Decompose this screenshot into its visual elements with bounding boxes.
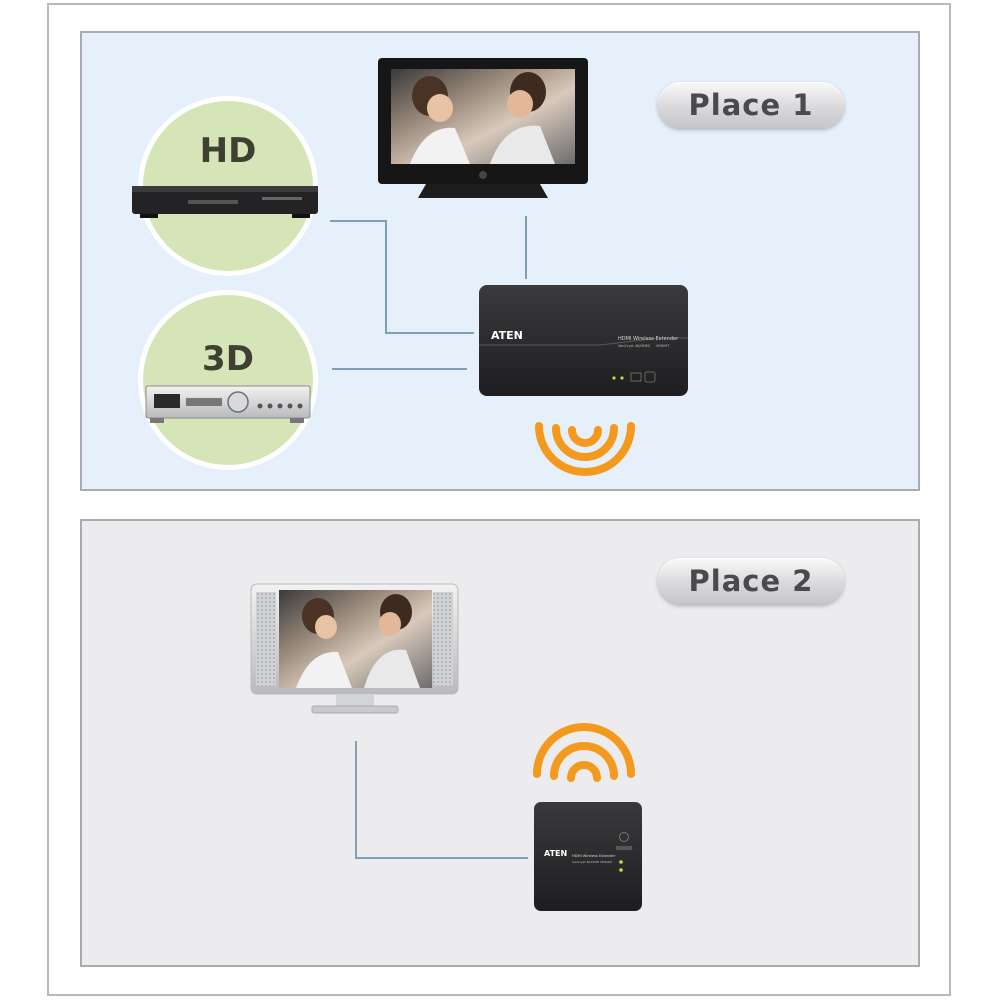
cable-monitor-to-receiver [355,741,528,859]
cable-lines-place-1 [330,216,527,370]
cable-hd-to-transmitter [330,220,474,334]
hd-label: HD [199,131,257,171]
wifi-signal-icon [533,723,635,782]
transmitter-sub-line-text: VanCryst 4K/HDMI [618,344,650,348]
place-2-badge: Place 2 [658,558,844,604]
monitor-icon [250,583,459,714]
transmitter-model-line-text: HDMI Wireless Extender [618,336,679,342]
blu-ray-player-icon [132,186,318,218]
3d-label: 3D [202,339,254,379]
3d-source-circle: 3D [138,290,318,470]
receiver-sub-line-text: VanCryst 4K/HDMI [572,860,599,864]
receiver-model-line-text: HDMI Wireless Extender [572,854,616,858]
place-1-badge: Place 1 [658,82,844,128]
receiver-model-code-text: VE809R [600,860,612,864]
transmitter-brand-text: ATEN [491,329,523,342]
av-receiver-icon [145,385,311,423]
receiver-brand-text: ATEN [544,849,567,858]
transmitter-device: ATEN HDMI Wireless Extender VanCryst 4K/… [479,285,688,396]
transmitter-model-code-text: VE809T [656,344,670,348]
wifi-signal-icon [535,422,635,476]
tv-icon [378,58,588,198]
receiver-device: ATEN HDMI Wireless Extender VanCryst 4K/… [534,802,642,911]
